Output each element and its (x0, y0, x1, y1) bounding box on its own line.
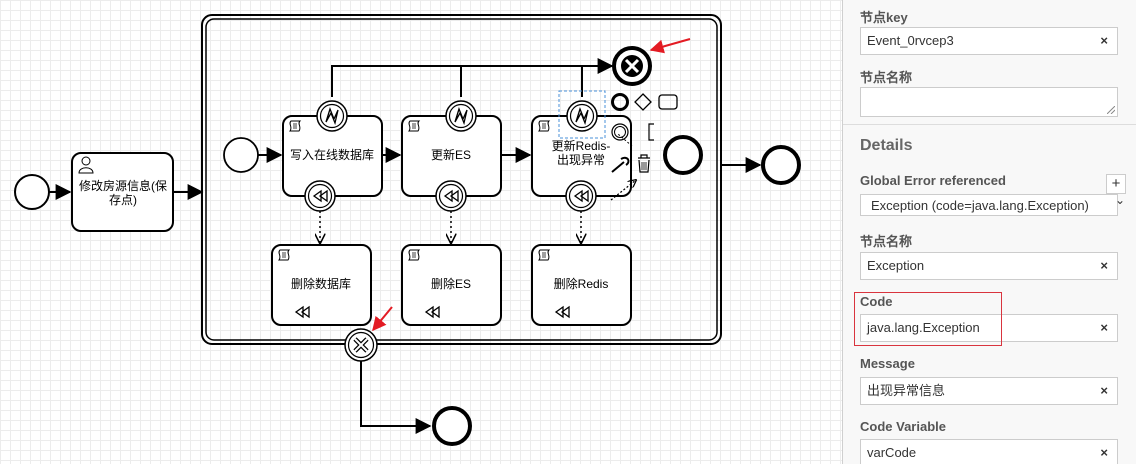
node-name2-label: 节点名称 (860, 234, 913, 249)
code-value: java.lang.Exception (867, 320, 980, 335)
task-modify-listing[interactable]: 修改房源信息(保 存点) (71, 152, 174, 232)
selected-boundary-outline (558, 90, 606, 139)
clear-node-name2-icon[interactable]: × (1100, 258, 1108, 273)
inner-start-event[interactable] (223, 137, 259, 173)
node-name2-input[interactable]: Exception × (860, 252, 1118, 280)
user-icon (78, 156, 94, 174)
append-intermediate-event-icon[interactable] (611, 123, 629, 141)
properties-panel: 节点key Event_0rvcep3 × 节点名称 Details Globa… (842, 0, 1136, 464)
start-event[interactable] (14, 174, 50, 210)
code-variable-input[interactable]: varCode × (860, 439, 1118, 464)
message-label: Message (860, 356, 915, 371)
end-event[interactable] (761, 145, 801, 185)
text-annotation-icon[interactable] (648, 123, 654, 141)
clear-code-variable-icon[interactable]: × (1100, 445, 1108, 460)
code-variable-label: Code Variable (860, 419, 946, 434)
comp-task-delete-redis-label: 删除Redis (554, 276, 609, 291)
node-name-label: 节点名称 (860, 70, 913, 85)
task-update-redis-label-line1: 更新Redis- (552, 138, 611, 153)
node-name2-value: Exception (867, 258, 925, 273)
message-value: 出现异常信息 (867, 383, 946, 398)
diagram-canvas[interactable]: 修改房源信息(保 存点) 写入在线数据库 更新ES 更新Redis- 出现异常 (0, 0, 842, 464)
compensation-boundary-event-update-redis[interactable] (566, 181, 596, 211)
error-boundary-event-update-es[interactable] (445, 100, 477, 132)
resize-handle-icon[interactable] (1107, 106, 1115, 114)
connect-arrow-icon[interactable] (610, 180, 636, 201)
append-end-event-icon[interactable] (611, 93, 629, 111)
details-heading: Details (860, 137, 913, 154)
context-pad[interactable] (610, 93, 678, 201)
code-variable-value: varCode (867, 445, 917, 460)
cancel-boundary-event[interactable] (344, 328, 378, 362)
section-divider (843, 124, 1136, 125)
task-update-redis-label-line2: 出现异常 (557, 153, 605, 167)
cancel-path-end-event[interactable] (432, 406, 472, 446)
node-key-input[interactable]: Event_0rvcep3 × (860, 27, 1118, 55)
comp-task-delete-db-label: 删除数据库 (291, 276, 351, 291)
task-update-redis[interactable]: 更新Redis- 出现异常 (531, 115, 632, 197)
change-type-wrench-icon[interactable] (611, 156, 630, 173)
inner-end-event[interactable] (663, 135, 703, 175)
comp-task-delete-redis[interactable]: 删除Redis (531, 244, 632, 326)
global-error-selected-value: Exception (code=java.lang.Exception) (871, 198, 1089, 213)
comp-task-delete-db[interactable]: 删除数据库 (271, 244, 372, 326)
append-gateway-icon[interactable] (634, 93, 652, 111)
task-update-es-label: 更新ES (431, 147, 471, 162)
red-arrow-cancel-end (649, 38, 691, 54)
global-error-label: Global Error referenced (860, 173, 1006, 188)
message-input[interactable]: 出现异常信息 × (860, 377, 1118, 405)
red-arrow-cancel-boundary (372, 306, 393, 332)
node-key-label: 节点key (860, 10, 908, 25)
delete-trash-icon[interactable] (638, 154, 650, 173)
task-modify-label-line1: 修改房源信息(保 (79, 178, 167, 193)
add-error-button[interactable]: + (1106, 174, 1126, 194)
task-modify-label-line2: 存点) (109, 193, 137, 207)
clear-code-icon[interactable]: × (1100, 320, 1108, 335)
node-key-value: Event_0rvcep3 (867, 33, 954, 48)
cancel-end-event[interactable] (612, 46, 652, 86)
code-input[interactable]: java.lang.Exception × (860, 314, 1118, 342)
task-write-db-label: 写入在线数据库 (290, 147, 374, 162)
error-boundary-event-write-db[interactable] (316, 100, 348, 132)
clear-message-icon[interactable]: × (1100, 383, 1108, 398)
error-boundary-event-update-redis[interactable] (566, 100, 598, 132)
code-highlight-box (854, 292, 1002, 346)
chevron-down-icon[interactable]: ⌄ (1115, 193, 1126, 207)
comp-task-delete-es[interactable]: 删除ES (401, 244, 502, 326)
append-task-icon[interactable] (658, 94, 678, 110)
global-error-select[interactable]: Exception (code=java.lang.Exception) (860, 194, 1118, 216)
clear-node-key-icon[interactable]: × (1100, 33, 1108, 48)
transaction-subprocess[interactable] (201, 14, 722, 345)
comp-task-delete-es-label: 删除ES (431, 276, 471, 291)
code-label: Code (860, 294, 893, 309)
node-name-textarea[interactable] (860, 87, 1118, 117)
bpmn-diagram[interactable]: 修改房源信息(保 存点) 写入在线数据库 更新ES 更新Redis- 出现异常 (0, 0, 842, 464)
compensation-boundary-event-update-es[interactable] (436, 181, 466, 211)
compensation-boundary-event-write-db[interactable] (305, 181, 335, 211)
